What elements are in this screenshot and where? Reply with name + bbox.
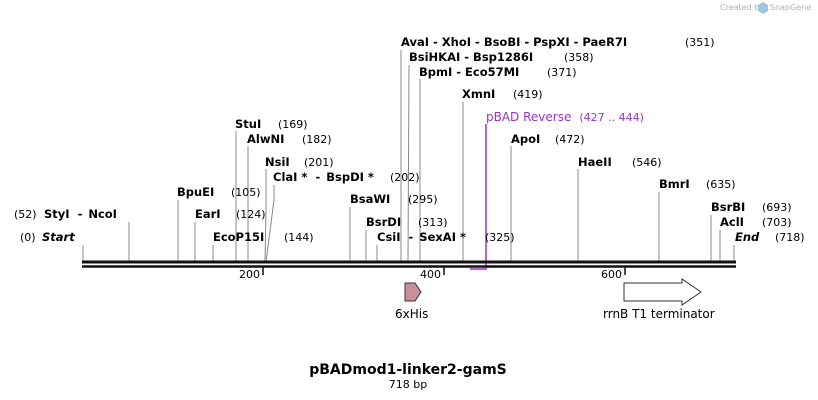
feature-6xhis[interactable]: 6xHis xyxy=(395,282,428,321)
site-label-styi-ncoi: StyI-NcoI xyxy=(44,207,117,221)
ruler-tick-label: 400 xyxy=(420,268,441,281)
plasmid-name: pBADmod1-linker2-gamS xyxy=(309,362,507,378)
start-label: Start xyxy=(42,230,75,244)
ruler-tick-label: 600 xyxy=(601,268,622,281)
site-label-eari: EarI xyxy=(195,207,221,221)
primer-pbad-reverse[interactable]: pBAD Reverse(427 .. 444) xyxy=(470,110,644,270)
site-pos-105: (105) xyxy=(231,186,261,199)
site-pos-472: (472) xyxy=(555,133,585,146)
site-pos-201: (201) xyxy=(304,156,334,169)
site-label-alwni: AlwNI xyxy=(247,132,284,146)
site-label-acli: AclI xyxy=(720,215,744,229)
site-line-nsii xyxy=(264,169,267,263)
site-pos-169: (169) xyxy=(278,118,308,131)
site-label-bpmi-group: BpmI - Eco57MI xyxy=(419,65,519,79)
site-label-avai-group: AvaI - XhoI - BsoBI - PspXI - PaeR7I xyxy=(401,35,627,49)
site-label-bsihkai-group: BsiHKAI - Bsp1286I xyxy=(409,50,533,64)
site-pos-693: (693) xyxy=(762,201,792,214)
site-pos-295: (295) xyxy=(408,193,438,206)
site-label-xmni: XmnI xyxy=(462,87,495,101)
site-line-clai xyxy=(265,185,275,263)
site-label-bsrdi: BsrDI xyxy=(366,215,401,229)
site-pos-52: (52) xyxy=(14,208,37,221)
site-pos-313: (313) xyxy=(418,216,448,229)
feature-rrnb-terminator[interactable]: rrnB T1 terminator xyxy=(603,278,715,321)
site-label-bpuei: BpuEI xyxy=(177,185,214,199)
primer-bracket xyxy=(470,124,487,270)
feature-label-rrnb: rrnB T1 terminator xyxy=(603,307,715,321)
site-pos-144: (144) xyxy=(284,231,314,244)
site-label-bmri: BmrI xyxy=(659,177,690,191)
snapgene-logo-icon xyxy=(758,2,768,14)
site-label-bsawi: BsaWI xyxy=(350,192,390,206)
site-pos-351: (351) xyxy=(685,36,715,49)
site-lines xyxy=(82,50,735,263)
site-label-ecop15i: EcoP15I xyxy=(213,230,264,244)
ruler-tick-label: 200 xyxy=(239,268,260,281)
site-pos-124: (124) xyxy=(236,208,266,221)
site-label-apoi: ApoI xyxy=(511,132,540,146)
site-line-bsihkai xyxy=(407,64,410,263)
branding-product: SnapGene xyxy=(770,3,811,12)
end-pos: (718) xyxy=(775,231,805,244)
site-label-haeii: HaeII xyxy=(578,155,612,169)
site-label-bsrbi: BsrBI xyxy=(711,200,745,214)
site-pos-546: (546) xyxy=(632,156,662,169)
start-pos: (0) xyxy=(20,231,36,244)
arrow-right-icon xyxy=(404,282,422,302)
branding-text: Created by xyxy=(720,3,764,12)
site-pos-182: (182) xyxy=(302,133,332,146)
site-label-csii-sexai: CsiI-SexAI * xyxy=(377,230,466,244)
site-label-nsii: NsiI xyxy=(265,155,290,169)
site-pos-358: (358) xyxy=(564,51,594,64)
dna-backbone xyxy=(82,260,736,268)
primer-label: pBAD Reverse(427 .. 444) xyxy=(486,110,644,124)
site-pos-371: (371) xyxy=(547,66,577,79)
site-label-stui: StuI xyxy=(235,117,261,131)
site-pos-202: (202) xyxy=(390,171,420,184)
site-pos-703: (703) xyxy=(762,216,792,229)
site-pos-635: (635) xyxy=(706,178,736,191)
site-pos-419: (419) xyxy=(513,88,543,101)
site-pos-325: (325) xyxy=(485,231,515,244)
ruler: 200 400 600 xyxy=(239,267,626,281)
arrow-right-icon xyxy=(623,278,702,306)
site-label-clai-bspdi: ClaI *-BspDI * xyxy=(273,170,374,184)
end-label: End xyxy=(735,230,760,244)
plasmid-length: 718 bp xyxy=(389,378,427,391)
feature-label-6xhis: 6xHis xyxy=(395,307,428,321)
